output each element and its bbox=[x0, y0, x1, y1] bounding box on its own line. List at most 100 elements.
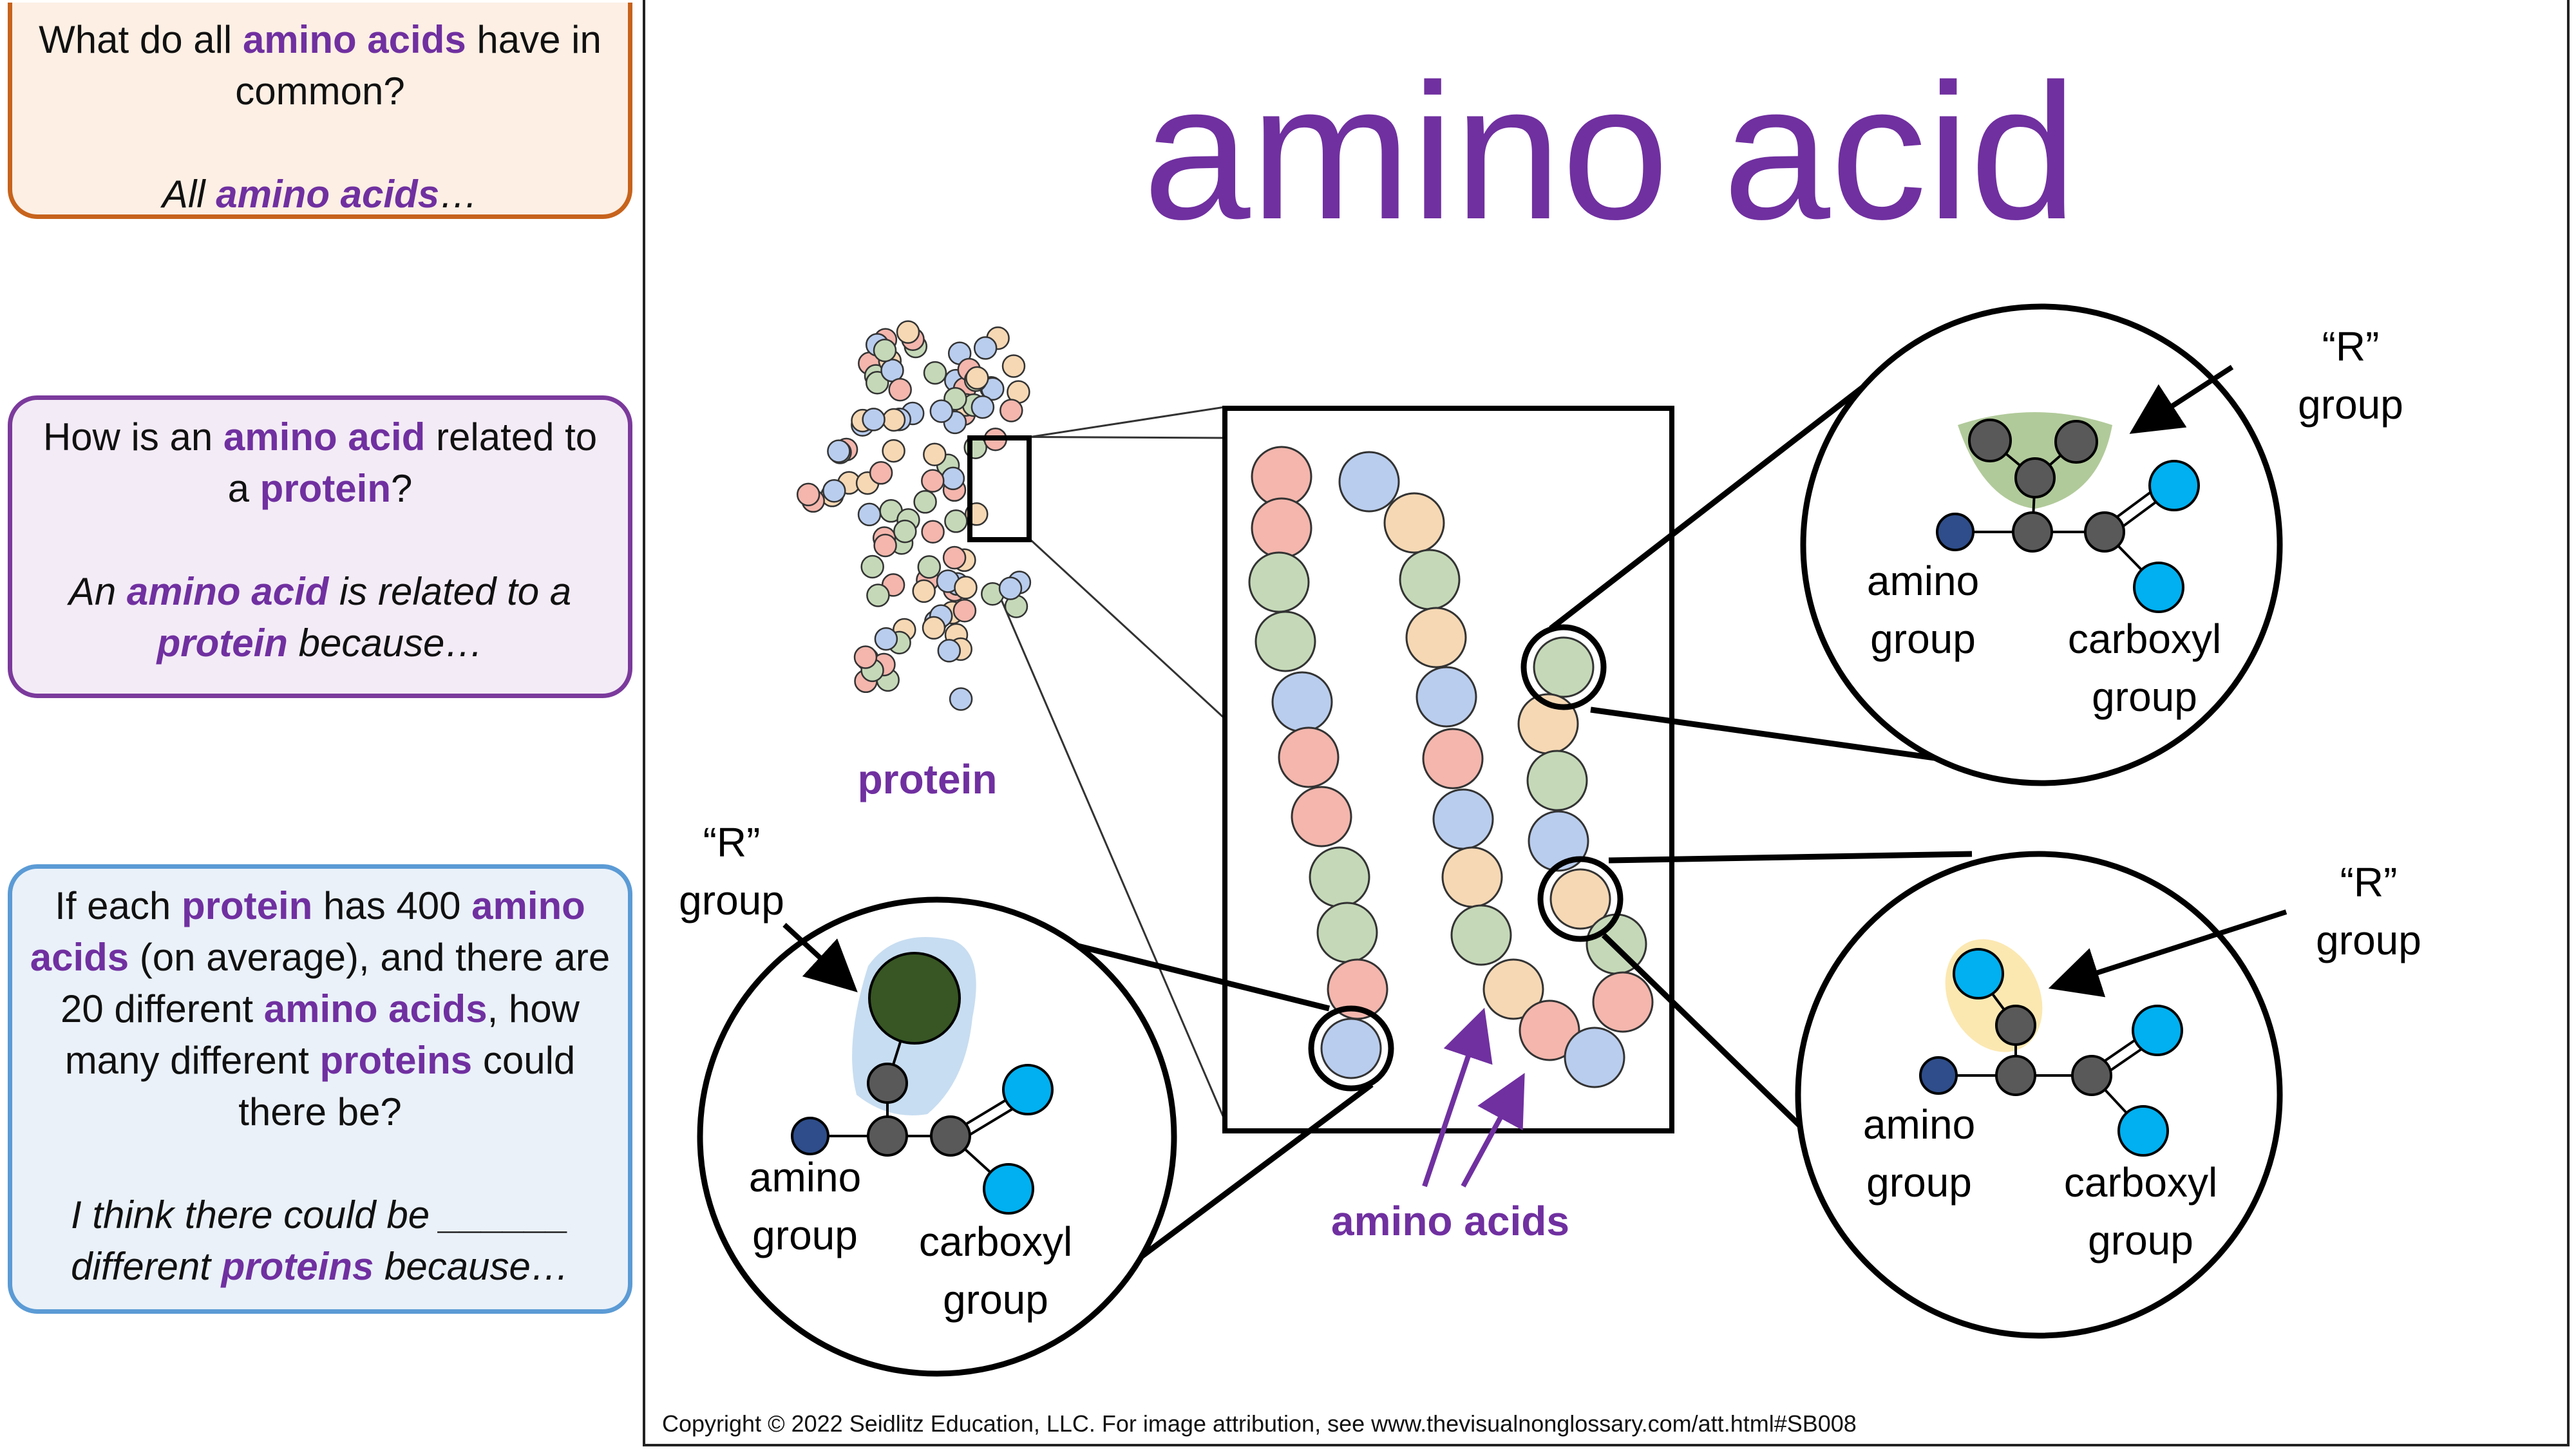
carboxyl-carbon-atom bbox=[930, 1115, 971, 1157]
chain-bead bbox=[1251, 497, 1312, 559]
protein-bead bbox=[954, 576, 978, 600]
protein-bead bbox=[873, 533, 897, 558]
carboxyl-carbon-atom bbox=[2071, 1055, 2112, 1096]
r-group-atom bbox=[2054, 420, 2098, 464]
protein-bead bbox=[917, 555, 942, 579]
protein-bead bbox=[827, 439, 851, 463]
amino-label: amino bbox=[1863, 1101, 1975, 1148]
protein-bead bbox=[921, 469, 945, 493]
r-label: “R” bbox=[2322, 323, 2380, 370]
group-label: group bbox=[752, 1212, 858, 1258]
chain-bead bbox=[1255, 611, 1316, 672]
protein-bead bbox=[857, 502, 882, 527]
chain-bead bbox=[1592, 971, 1654, 1033]
protein-bead bbox=[860, 554, 884, 579]
carboxyl-label: carboxyl bbox=[2068, 616, 2221, 662]
protein-bead bbox=[973, 336, 998, 360]
chain-bead bbox=[1248, 551, 1310, 613]
molecule-bottom-right bbox=[1919, 939, 2183, 1157]
chain-bead bbox=[1316, 902, 1378, 963]
chain-bead bbox=[1432, 788, 1494, 850]
chain-bead bbox=[1533, 636, 1595, 698]
oxygen-atom bbox=[983, 1163, 1034, 1215]
group-label: group bbox=[2092, 674, 2197, 720]
r-group-arrow bbox=[2048, 909, 2287, 998]
r-label: “R” bbox=[2340, 859, 2398, 905]
alpha-carbon-atom bbox=[2012, 511, 2053, 553]
protein-bead bbox=[873, 338, 897, 363]
alpha-carbon-atom bbox=[1995, 1055, 2036, 1096]
protein-bead bbox=[866, 583, 890, 607]
chain-bead bbox=[1383, 492, 1445, 554]
highlight-ring bbox=[1520, 624, 1607, 710]
protein-bead bbox=[944, 509, 968, 533]
chain-bead bbox=[1399, 549, 1461, 611]
carboxyl-label: carboxyl bbox=[919, 1218, 1072, 1265]
chain-bead bbox=[1564, 1027, 1625, 1088]
chain-bead bbox=[1549, 868, 1611, 930]
chain-bead bbox=[1278, 726, 1340, 788]
protein-bead bbox=[882, 408, 906, 432]
question-card-count: If each protein has 400 amino acids (on … bbox=[8, 864, 632, 1314]
protein-bead bbox=[923, 361, 947, 385]
r-group-atom bbox=[1953, 948, 2004, 999]
oxygen-atom bbox=[2148, 460, 2200, 511]
oxygen-atom bbox=[2133, 562, 2184, 613]
protein-bead bbox=[888, 377, 912, 402]
alpha-carbon-atom bbox=[867, 1115, 908, 1157]
r-group-arrow bbox=[2129, 365, 2234, 434]
chain-bead bbox=[1526, 750, 1588, 811]
protein-bead bbox=[937, 639, 961, 663]
protein-bead bbox=[912, 579, 936, 603]
r-carbon-atom bbox=[1995, 1005, 2036, 1046]
question-card-common: What do all amino acids have in common? … bbox=[8, 3, 632, 219]
molecule-left bbox=[791, 937, 1054, 1215]
protein-bead bbox=[922, 616, 946, 640]
protein-bead bbox=[921, 520, 945, 544]
protein-bead bbox=[896, 320, 920, 344]
protein-bead bbox=[853, 645, 878, 669]
r-group-arrow bbox=[782, 923, 858, 992]
zoom-circle-bottom-right bbox=[1795, 851, 2283, 1339]
oxygen-atom bbox=[2117, 1105, 2169, 1157]
diagram-panel bbox=[643, 0, 2570, 1446]
protein-bead bbox=[796, 482, 820, 507]
protein-bead bbox=[941, 466, 965, 491]
protein-bead bbox=[913, 490, 937, 514]
carboxyl-label: carboxyl bbox=[2064, 1159, 2217, 1206]
chain-bead bbox=[1416, 666, 1477, 728]
r-carbon-atom bbox=[2014, 457, 2056, 498]
protein-bead bbox=[929, 399, 954, 423]
chain-bead bbox=[1271, 671, 1333, 733]
r-label: “R” bbox=[703, 819, 761, 866]
amino-label: amino bbox=[1867, 558, 1979, 604]
group-label: group bbox=[2088, 1217, 2193, 1264]
protein-bead bbox=[893, 519, 917, 544]
group-label: group bbox=[2298, 381, 2403, 428]
chain-bead bbox=[1405, 607, 1467, 668]
oxygen-atom bbox=[2132, 1005, 2183, 1056]
protein-bead bbox=[998, 576, 1023, 600]
molecule-top-right bbox=[1936, 412, 2200, 613]
question-text: What do all amino acids have in common? bbox=[39, 18, 601, 113]
chain-bead bbox=[1338, 451, 1400, 513]
r-group-atom bbox=[868, 952, 961, 1045]
protein-bead bbox=[952, 598, 977, 623]
protein-bead bbox=[965, 366, 989, 390]
oxygen-atom bbox=[1002, 1064, 1054, 1115]
protein-bead bbox=[862, 408, 886, 431]
protein-bead bbox=[949, 687, 973, 711]
group-label: group bbox=[2316, 917, 2421, 963]
group-label: group bbox=[679, 877, 784, 923]
protein-label: protein bbox=[858, 756, 998, 802]
amino-label: amino bbox=[749, 1154, 861, 1200]
group-label: group bbox=[943, 1276, 1048, 1323]
question-card-related: How is an amino acid related to a protei… bbox=[8, 395, 632, 698]
group-label: group bbox=[1866, 1159, 1972, 1206]
r-carbon-atom bbox=[867, 1063, 908, 1104]
copyright-notice: Copyright © 2022 Seidlitz Education, LLC… bbox=[662, 1410, 1857, 1437]
chain-bead bbox=[1450, 904, 1512, 966]
chain-bead bbox=[1519, 999, 1580, 1061]
amino-acid-arrow bbox=[1461, 1072, 1525, 1188]
